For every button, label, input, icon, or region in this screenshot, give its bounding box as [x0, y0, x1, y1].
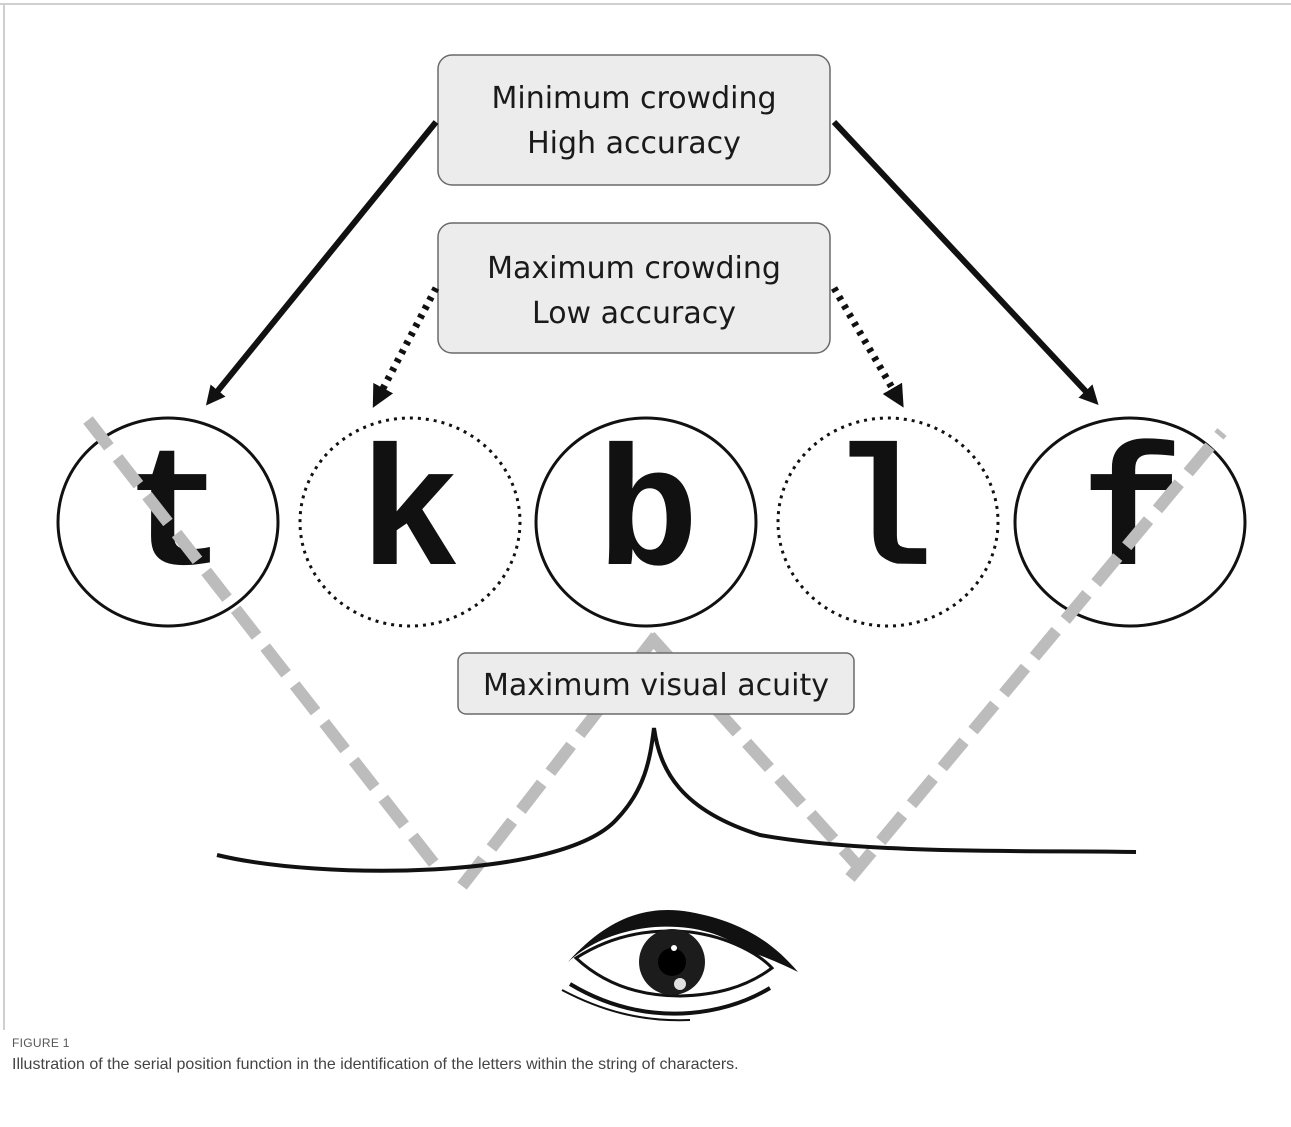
box-minimum-crowding: Minimum crowding High accuracy	[437, 54, 831, 186]
box-minimum-crowding-line1: Minimum crowding	[491, 81, 776, 116]
box-minimum-crowding-line2: High accuracy	[527, 126, 741, 161]
arrow-dotted-left	[372, 286, 440, 408]
circle-letter-2	[298, 416, 522, 628]
retina-curve	[216, 727, 1137, 873]
letter-1: t	[124, 423, 226, 616]
figure-label: FIGURE 1	[12, 1036, 70, 1050]
letter-3: b	[597, 423, 699, 616]
box-maximum-visual-acuity-label: Maximum visual acuity	[483, 668, 829, 703]
arrow-dotted-right	[830, 286, 904, 408]
arrow-solid-left	[205, 120, 439, 406]
box-maximum-crowding-line2: Low accuracy	[532, 296, 736, 331]
arrow-solid-right	[831, 119, 1099, 406]
sight-line-right-eye-2	[845, 428, 1227, 882]
figure-caption: Illustration of the serial position func…	[12, 1056, 739, 1073]
circle-letter-5	[1013, 416, 1247, 628]
box-maximum-crowding: Maximum crowding Low accuracy	[437, 222, 831, 354]
box-maximum-crowding-line1: Maximum crowding	[487, 251, 781, 286]
letter-4: l	[831, 423, 933, 616]
diagram: Minimum crowding High accuracy Maximum c…	[0, 3, 1291, 1030]
letter-5: f	[1081, 423, 1183, 616]
circle-letter-4	[776, 416, 1000, 628]
box-maximum-visual-acuity: Maximum visual acuity	[457, 652, 855, 715]
circle-letter-3	[534, 416, 758, 628]
letter-2: k	[359, 423, 461, 616]
circle-letter-1	[56, 416, 280, 628]
eye-icon	[561, 909, 798, 1022]
